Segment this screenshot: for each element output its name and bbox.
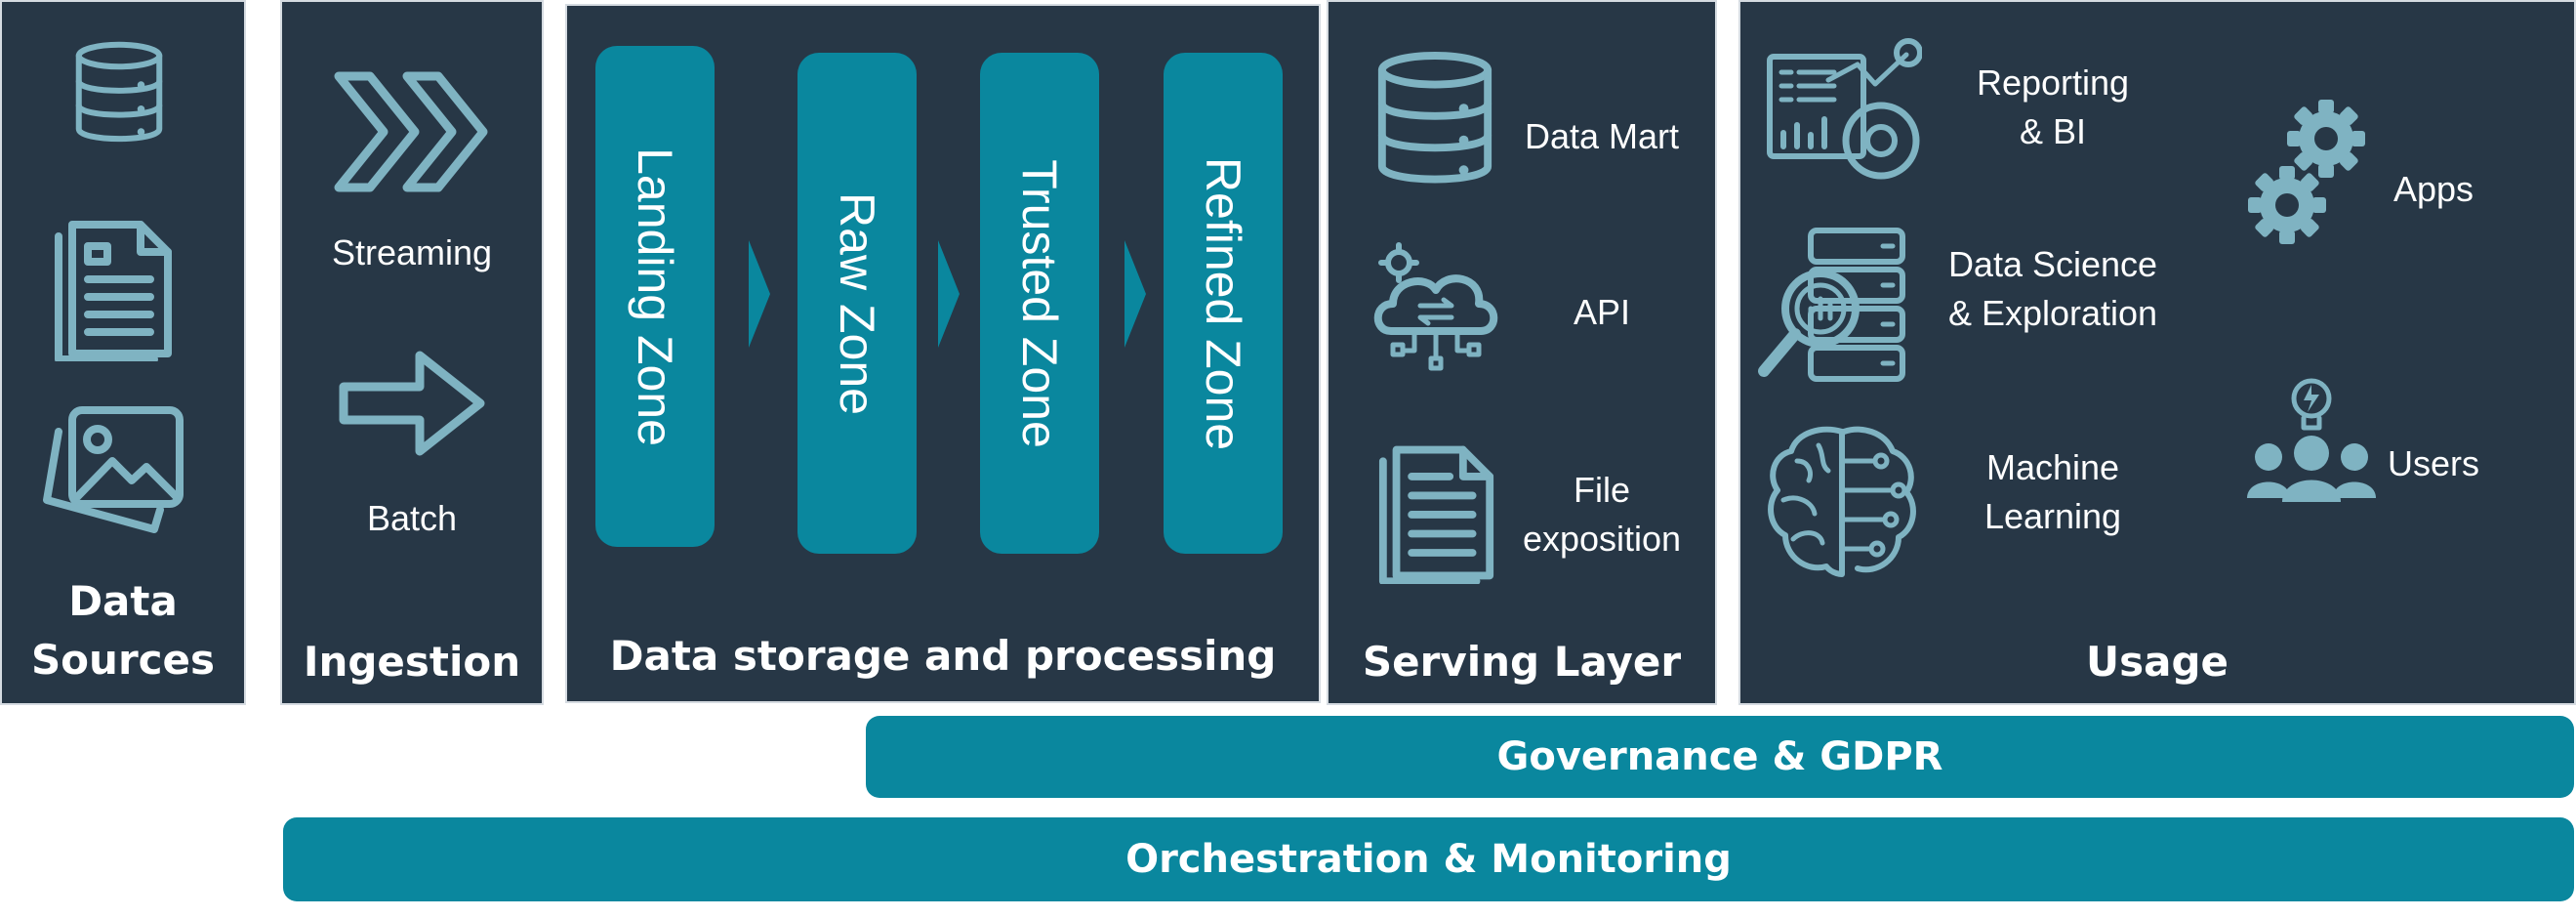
data-sources-panel: Data Sources xyxy=(0,0,246,705)
batch-label: Batch xyxy=(366,498,458,538)
reporting-label-line2: & BI xyxy=(2019,111,2087,151)
document-icon xyxy=(53,217,175,361)
database-icon xyxy=(56,41,183,144)
landing-zone-label: Landing Zone xyxy=(628,146,682,446)
flow-arrow-3 xyxy=(1124,240,1146,348)
raw-zone-label: Raw Zone xyxy=(830,191,884,415)
trusted-zone-label: Trusted Zone xyxy=(1012,158,1067,448)
data-storage-title: Data storage and processing xyxy=(609,632,1277,680)
trusted-zone: Trusted Zone xyxy=(980,53,1099,554)
api-label: API xyxy=(1573,292,1631,332)
landing-zone: Landing Zone xyxy=(595,46,715,547)
arrow-right-icon xyxy=(336,346,490,461)
data-sources-title-line2: Sources xyxy=(30,636,216,684)
reporting-label-line1: Reporting xyxy=(1976,63,2130,103)
raw-zone: Raw Zone xyxy=(797,53,917,554)
usage-title: Usage xyxy=(2086,638,2228,686)
governance-label: Governance & GDPR xyxy=(1496,734,1943,779)
file-label-line2: exposition xyxy=(1522,519,1682,559)
data-science-label-line1: Data Science xyxy=(1947,244,2158,284)
ingestion-panel: Streaming Batch Ingestion xyxy=(280,0,544,705)
usage-panel: Reporting & BI Data Science & Exploratio… xyxy=(1738,0,2576,705)
data-sources-title-line1: Data xyxy=(68,577,178,625)
ml-label-line1: Machine xyxy=(1985,447,2120,487)
users-label: Users xyxy=(2387,443,2479,483)
data-storage-panel: Landing Zone Raw Zone Trusted Zone Refin… xyxy=(565,4,1321,703)
data-mart-label: Data Mart xyxy=(1524,116,1680,156)
ml-label-line2: Learning xyxy=(1983,496,2122,536)
ingestion-title: Ingestion xyxy=(303,638,521,686)
data-science-icon xyxy=(1752,225,1908,385)
refined-zone-label: Refined Zone xyxy=(1196,156,1250,450)
streaming-label: Streaming xyxy=(331,232,493,272)
file-label-line1: File xyxy=(1573,470,1630,510)
flow-arrow-1 xyxy=(749,240,770,348)
orchestration-label: Orchestration & Monitoring xyxy=(1125,837,1732,882)
apps-label: Apps xyxy=(2392,169,2474,209)
gears-icon xyxy=(2248,98,2373,244)
refined-zone: Refined Zone xyxy=(1164,53,1283,554)
image-icon xyxy=(39,402,185,539)
document-icon xyxy=(1377,441,1496,584)
orchestration-bar: Orchestration & Monitoring xyxy=(283,817,2574,901)
flow-arrow-2 xyxy=(938,240,960,348)
cloud-api-icon xyxy=(1368,241,1504,378)
double-chevron-icon xyxy=(331,68,497,195)
database-icon xyxy=(1372,49,1497,188)
report-chart-icon xyxy=(1764,37,1922,184)
users-icon xyxy=(2243,371,2380,504)
brain-icon xyxy=(1764,422,1922,580)
data-science-label-line2: & Exploration xyxy=(1947,293,2158,333)
serving-layer-title: Serving Layer xyxy=(1362,638,1682,686)
governance-bar: Governance & GDPR xyxy=(866,716,2574,798)
serving-layer-panel: Data Mart API File exposition Serving La… xyxy=(1327,0,1717,705)
